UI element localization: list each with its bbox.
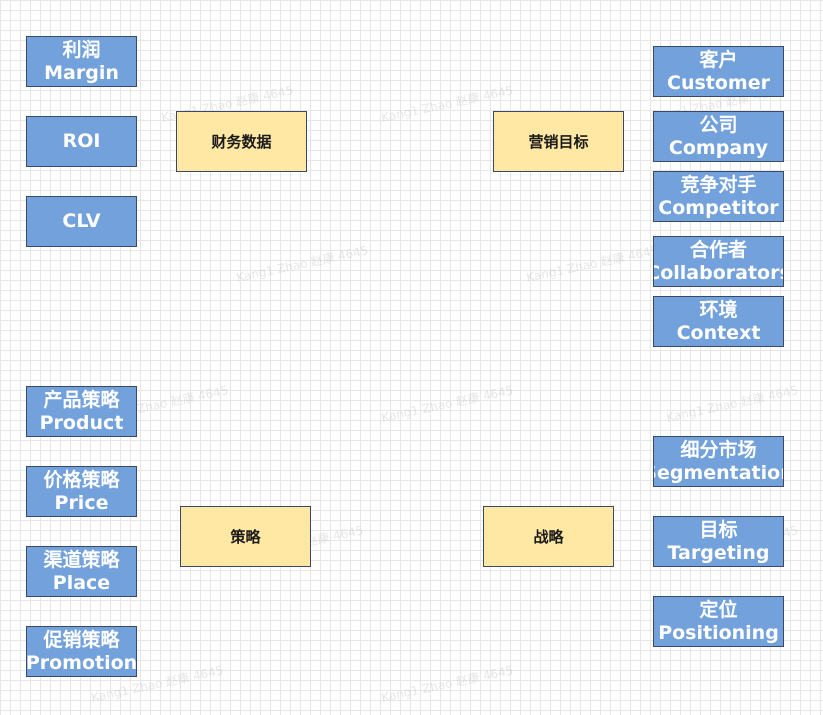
node-zh-label: 促销策略 bbox=[43, 628, 120, 651]
node-en-label: Product bbox=[39, 411, 124, 434]
node-en-label: Price bbox=[54, 491, 109, 514]
product-node[interactable]: 产品策略 Product bbox=[26, 386, 137, 437]
watermark: Kang1 Zhao 赵康 4645 bbox=[380, 383, 515, 425]
node-zh-label: 定位 bbox=[699, 598, 738, 621]
node-zh-label: 细分市场 bbox=[680, 438, 757, 461]
competitor-node[interactable]: 竞争对手 Competitor bbox=[653, 171, 784, 222]
marketing-goals-node[interactable]: 营销目标 bbox=[493, 111, 624, 172]
collaborators-node[interactable]: 合作者 Collaborators bbox=[653, 236, 784, 287]
finance-data-node[interactable]: 财务数据 bbox=[176, 111, 307, 172]
node-label: 营销目标 bbox=[528, 133, 589, 151]
watermark: Kang1 Zhao 赵康 4645 bbox=[525, 243, 660, 285]
node-en-label: Competitor bbox=[658, 196, 779, 219]
node-label: 财务数据 bbox=[211, 133, 272, 151]
node-label: 战略 bbox=[533, 528, 564, 546]
node-en-label: ROI bbox=[62, 130, 101, 152]
node-zh-label: 环境 bbox=[699, 298, 738, 321]
context-node[interactable]: 环境 Context bbox=[653, 296, 784, 347]
strategy-node[interactable]: 战略 bbox=[483, 506, 614, 567]
node-zh-label: 目标 bbox=[699, 518, 738, 541]
node-en-label: Customer bbox=[667, 71, 770, 94]
node-en-label: Promotion bbox=[26, 651, 137, 674]
watermark: Kang1 Zhao 赵康 4645 bbox=[665, 383, 800, 425]
node-en-label: Company bbox=[668, 136, 769, 159]
node-en-label: Place bbox=[52, 571, 111, 594]
node-zh-label: 产品策略 bbox=[43, 388, 120, 411]
node-zh-label: 价格策略 bbox=[43, 468, 120, 491]
clv-node[interactable]: CLV bbox=[26, 196, 137, 247]
roi-node[interactable]: ROI bbox=[26, 116, 137, 167]
node-zh-label: 公司 bbox=[699, 113, 738, 136]
node-zh-label: 利润 bbox=[62, 38, 101, 61]
node-zh-label: 渠道策略 bbox=[43, 548, 120, 571]
node-zh-label: 合作者 bbox=[689, 238, 747, 261]
positioning-node[interactable]: 定位 Positioning bbox=[653, 596, 784, 647]
node-en-label: Positioning bbox=[658, 621, 779, 644]
node-en-label: Margin bbox=[44, 61, 119, 84]
node-en-label: Segmentation bbox=[654, 461, 783, 484]
node-en-label: Context bbox=[676, 321, 761, 344]
margin-node[interactable]: 利润 Margin bbox=[26, 36, 137, 87]
node-en-label: Targeting bbox=[667, 541, 770, 564]
customer-node[interactable]: 客户 Customer bbox=[653, 46, 784, 97]
segmentation-node[interactable]: 细分市场 Segmentation bbox=[653, 436, 784, 487]
node-label: 策略 bbox=[230, 528, 261, 546]
node-en-label: CLV bbox=[62, 210, 101, 232]
node-en-label: Collaborators bbox=[653, 261, 784, 284]
node-zh-label: 竞争对手 bbox=[680, 173, 757, 196]
promotion-node[interactable]: 促销策略 Promotion bbox=[26, 626, 137, 677]
tactics-node[interactable]: 策略 bbox=[180, 506, 311, 567]
price-node[interactable]: 价格策略 Price bbox=[26, 466, 137, 517]
node-zh-label: 客户 bbox=[699, 48, 738, 71]
place-node[interactable]: 渠道策略 Place bbox=[26, 546, 137, 597]
targeting-node[interactable]: 目标 Targeting bbox=[653, 516, 784, 567]
company-node[interactable]: 公司 Company bbox=[653, 111, 784, 162]
watermark: Kang1 Zhao 赵康 4645 bbox=[380, 663, 515, 705]
watermark: Kang1 Zhao 赵康 4645 bbox=[235, 243, 370, 285]
